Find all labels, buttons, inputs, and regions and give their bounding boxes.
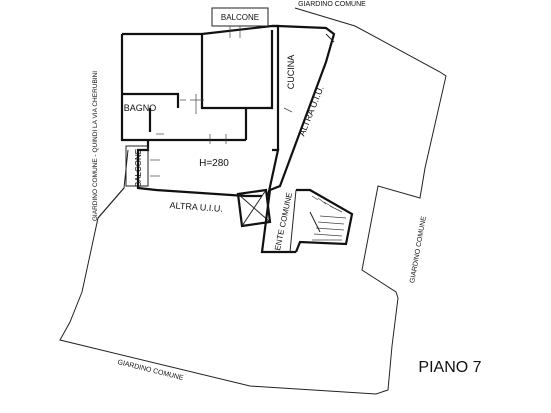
kitchen-label: CUCINA [286,55,296,90]
other-unit-bottom-label: ALTRA U.I.U. [169,200,223,214]
site-boundary [59,7,447,395]
balcony-left-label: BALCONE [134,149,143,187]
lift-shaft [236,188,272,228]
apartment-walls [120,24,336,198]
balcony-left [125,145,149,187]
garden-bottom-label: GIARDINO COMUNE [117,359,185,382]
ceiling-height-label: H=280 [199,158,229,169]
garden-top-label: GIARDINO COMUNE [298,1,366,8]
staircase [294,188,354,253]
openings [150,26,293,177]
other-unit-right-label: ALTRA U.I.U. [297,84,326,137]
garden-right-label: GIARDINO COMUNE [409,215,428,283]
common-corridor [260,189,297,254]
garden-left-label: GIARDINO COMUNE - QUINDI LA VIA CHERUBIN… [92,71,99,221]
balcony-top-label: BALCONE [221,13,259,22]
floor-level-label: PIANO 7 [418,359,481,376]
bathroom-label: BAGNO [124,103,157,113]
